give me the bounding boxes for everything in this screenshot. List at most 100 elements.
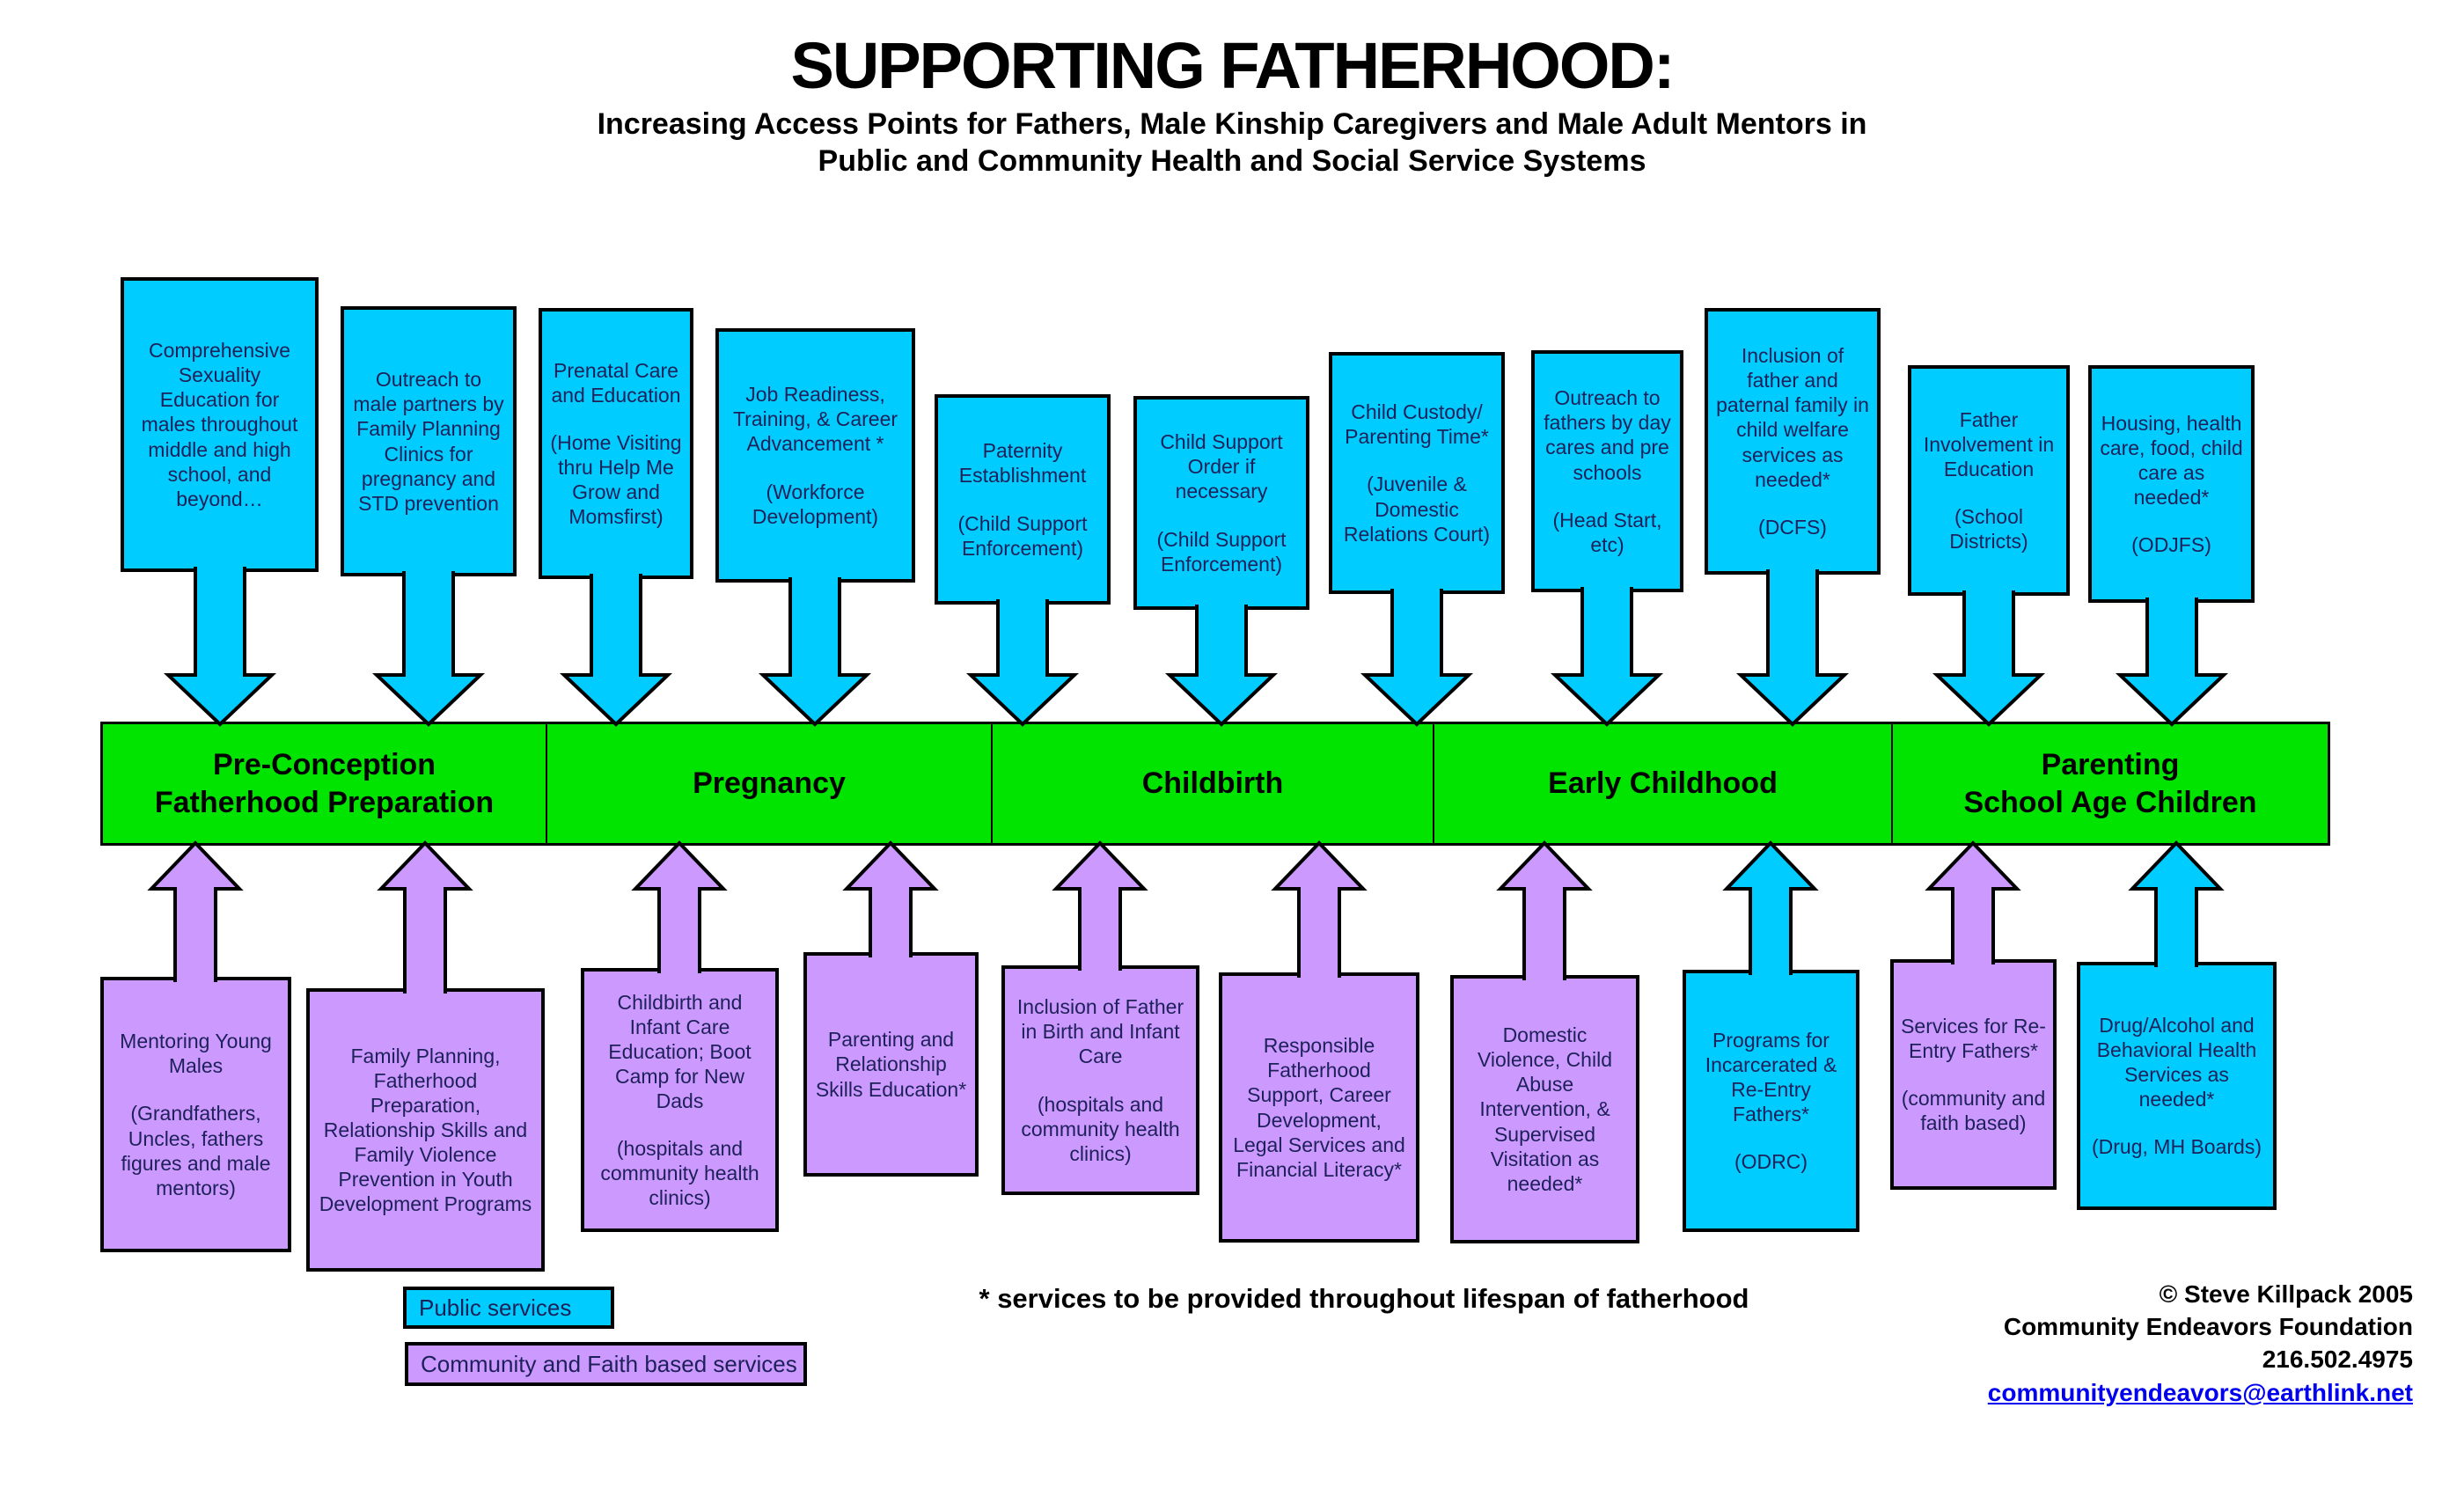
service-text: Paternity Establishment <box>958 439 1087 488</box>
org-text: (School Districts) <box>1949 505 2028 554</box>
org-text: (Juvenile & Domestic Relations Court) <box>1343 473 1491 546</box>
box-housing-services: Housing, health care, food, child care a… <box>2088 365 2255 603</box>
stage-label: Pre-Conception <box>212 748 436 781</box>
box-drug-alcohol-services: Drug/Alcohol and Behavioral Health Servi… <box>2077 962 2277 1210</box>
up-arrow-2 <box>377 840 473 994</box>
service-text: Comprehensive Sexuality Education for ma… <box>141 339 298 510</box>
box-responsible-fatherhood: Responsible Fatherhood Support, Career D… <box>1219 972 1419 1243</box>
stage-school-age: Parenting School Age Children <box>1893 724 2328 843</box>
org-text: (ODJFS) <box>2131 533 2211 557</box>
legend-public-services: Public services <box>403 1287 614 1329</box>
box-domestic-violence: Domestic Violence, Child Abuse Intervent… <box>1450 975 1639 1243</box>
box-sexuality-education: Comprehensive Sexuality Education for ma… <box>121 277 319 572</box>
box-childbirth-education: Childbirth and Infant Care Education; Bo… <box>581 968 779 1232</box>
page-subtitle: Increasing Access Points for Fathers, Ma… <box>0 106 2464 180</box>
service-text: Prenatal Care and Education <box>551 358 681 407</box>
down-arrow-4 <box>758 577 872 727</box>
org-text: (hospitals and community health clinics) <box>600 1137 759 1210</box>
lifespan-timeline-bar: Pre-Conception Fatherhood Preparation Pr… <box>100 722 2330 846</box>
legend-label: Public services <box>419 1294 572 1321</box>
credits-block: © Steve Killpack 2005 Community Endeavor… <box>1988 1278 2413 1409</box>
service-text: Job Readiness, Training, & Career Advanc… <box>732 383 898 456</box>
stage-pregnancy: Pregnancy <box>547 724 993 843</box>
service-text: Mentoring Young Males <box>120 1030 272 1078</box>
legend-label: Community and Faith based services <box>421 1350 797 1377</box>
service-text: Responsible Fatherhood Support, Career D… <box>1233 1034 1405 1181</box>
service-text: Parenting and Relationship Skills Educat… <box>815 1028 967 1101</box>
service-text: Inclusion of Father in Birth and Infant … <box>1016 995 1184 1068</box>
org-text: (Grandfathers, Uncles, fathers figures a… <box>121 1102 271 1199</box>
header: SUPPORTING FATHERHOOD: Increasing Access… <box>0 30 2464 180</box>
box-parenting-skills: Parenting and Relationship Skills Educat… <box>803 952 979 1177</box>
up-arrow-1 <box>147 840 244 982</box>
org-text: (DCFS) <box>1758 515 1827 539</box>
stage-label: Fatherhood Preparation <box>154 785 495 819</box>
box-paternity-establishment: Paternity Establishment (Child Support E… <box>935 394 1111 605</box>
stage-childbirth: Childbirth <box>993 724 1434 843</box>
up-arrow-8 <box>1722 840 1819 975</box>
box-prenatal-care: Prenatal Care and Education (Home Visiti… <box>539 308 693 579</box>
org-text: (Workforce Development) <box>752 480 879 528</box>
org-text: (community and faith based) <box>1901 1087 2046 1135</box>
service-text: Childbirth and Infant Care Education; Bo… <box>608 990 752 1112</box>
up-arrow-6 <box>1271 840 1368 978</box>
foundation-line: Community Endeavors Foundation <box>2003 1313 2413 1341</box>
box-child-support-order: Child Support Order if necessary (Child … <box>1133 396 1309 610</box>
org-text: (Head Start, etc) <box>1552 508 1662 556</box>
stage-preconception: Pre-Conception Fatherhood Preparation <box>103 724 547 843</box>
service-text: Outreach to fathers by day cares and pre… <box>1544 386 1671 484</box>
up-arrow-4 <box>842 840 939 957</box>
down-arrow-7 <box>1360 589 1474 727</box>
org-text: (Child Support Enforcement) <box>1156 527 1287 576</box>
box-mentoring-young-males: Mentoring Young Males (Grandfathers, Unc… <box>100 977 291 1252</box>
org-text: (Drug, MH Boards) <box>2092 1135 2262 1159</box>
box-daycare-outreach: Outreach to fathers by day cares and pre… <box>1531 350 1683 592</box>
email-link[interactable]: communityendeavors@earthlink.net <box>1987 1378 2413 1406</box>
box-child-custody: Child Custody/ Parenting Time* (Juvenile… <box>1329 352 1505 594</box>
down-arrow-10 <box>1932 590 2046 727</box>
down-arrow-6 <box>1164 605 1279 727</box>
copyright-line: © Steve Killpack 2005 <box>2159 1280 2413 1308</box>
box-father-involvement-education: Father Involvement in Education (School … <box>1908 365 2070 596</box>
phone-line: 216.502.4975 <box>2262 1346 2413 1374</box>
org-text: (Child Support Enforcement) <box>957 511 1088 560</box>
down-arrow-1 <box>163 567 277 727</box>
down-arrow-3 <box>559 574 673 727</box>
service-text: Child Support Order if necessary <box>1160 430 1283 503</box>
service-text: Outreach to male partners by Family Plan… <box>353 368 504 515</box>
box-job-readiness: Job Readiness, Training, & Career Advanc… <box>715 328 915 583</box>
down-arrow-11 <box>2115 598 2229 727</box>
subtitle-line-2: Public and Community Health and Social S… <box>818 143 1646 178</box>
org-text: (Home Visiting thru Help Me Grow and Mom… <box>550 430 682 529</box>
down-arrow-5 <box>965 599 1080 727</box>
service-text: Child Custody/ Parenting Time* <box>1345 400 1489 449</box>
service-text: Domestic Violence, Child Abuse Intervent… <box>1477 1023 1612 1195</box>
footnote: * services to be provided throughout lif… <box>979 1283 1749 1314</box>
up-arrow-7 <box>1496 840 1593 980</box>
stage-label: School Age Children <box>1963 785 2257 819</box>
box-incarcerated-fathers: Programs for Incarcerated & Re-Entry Fat… <box>1683 970 1859 1232</box>
stage-early-childhood: Early Childhood <box>1434 724 1893 843</box>
org-text: (hospitals and community health clinics) <box>1021 1092 1180 1165</box>
down-arrow-8 <box>1550 587 1664 727</box>
box-reentry-services: Services for Re-Entry Fathers* (communit… <box>1890 959 2057 1190</box>
up-arrow-9 <box>1925 840 2021 964</box>
stage-label: Early Childhood <box>1548 766 1778 801</box>
service-text: Drug/Alcohol and Behavioral Health Servi… <box>2096 1013 2257 1111</box>
up-arrow-5 <box>1052 840 1148 971</box>
subtitle-line-1: Increasing Access Points for Fathers, Ma… <box>597 107 1867 142</box>
org-text: (ODRC) <box>1734 1150 1808 1174</box>
box-child-welfare-inclusion: Inclusion of father and paternal family … <box>1705 308 1881 575</box>
down-arrow-2 <box>371 571 486 727</box>
box-family-planning-prep: Family Planning, Fatherhood Preparation,… <box>306 988 545 1272</box>
service-text: Programs for Incarcerated & Re-Entry Fat… <box>1705 1028 1837 1126</box>
service-text: Inclusion of father and paternal family … <box>1716 344 1869 491</box>
down-arrow-9 <box>1735 569 1850 727</box>
stage-label: Parenting <box>2041 748 2180 781</box>
page-title: SUPPORTING FATHERHOOD: <box>790 29 1676 102</box>
service-text: Housing, health care, food, child care a… <box>2100 411 2243 510</box>
service-text: Father Involvement in Education <box>1923 407 2055 480</box>
up-arrow-3 <box>631 840 728 973</box>
up-arrow-10 <box>2128 840 2225 967</box>
